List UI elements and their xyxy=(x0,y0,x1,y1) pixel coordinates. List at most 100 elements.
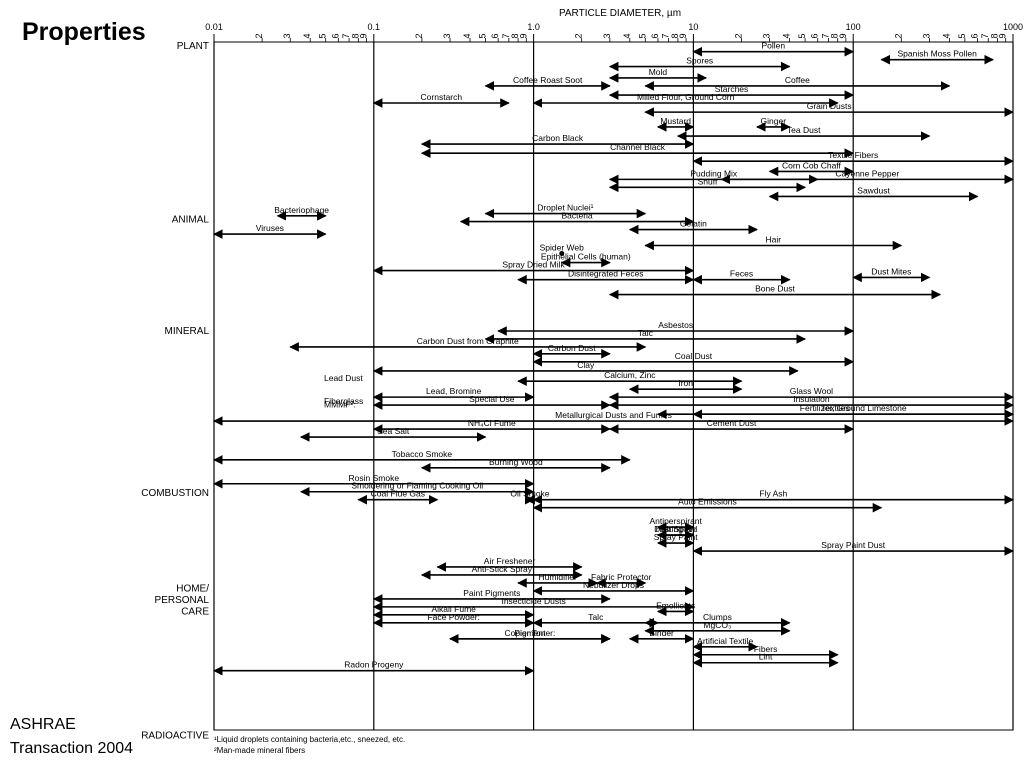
range-label: Dusting Aid xyxy=(654,524,697,534)
range-label: Hair xyxy=(766,235,782,245)
x-minor-tick-label: 9 xyxy=(358,33,368,38)
category-label: COMBUSTION xyxy=(141,488,209,499)
range-label: Spanish Moss Pollen xyxy=(897,49,977,59)
x-minor-tick-label: 5 xyxy=(957,33,967,38)
range-label: Hair Spray xyxy=(656,524,697,534)
x-minor-tick-label: 5 xyxy=(797,33,807,38)
x-minor-tick-label: 6 xyxy=(650,33,660,38)
x-minor-tick-label: 7 xyxy=(980,33,990,38)
range-label: Cayenne Pepper xyxy=(835,168,899,178)
range-label: Dust Mites xyxy=(871,266,911,276)
category-label: RADIOACTIVE xyxy=(141,731,209,742)
range-label: Coffee Roast Soot xyxy=(513,75,583,85)
range-label: Talc xyxy=(638,328,654,338)
range-label: Spray Paint xyxy=(654,532,699,542)
x-minor-tick-label: 8 xyxy=(350,33,360,38)
x-minor-tick-label: 9 xyxy=(998,33,1008,38)
x-minor-tick-label: 7 xyxy=(820,33,830,38)
range-label: Anti-Stick Spray xyxy=(472,564,533,574)
range-label: Carbon Dust xyxy=(548,343,596,353)
x-minor-tick-label: 7 xyxy=(661,33,671,38)
footnote-1: ¹Liquid droplets containing bacteria,etc… xyxy=(214,735,405,744)
x-minor-tick-label: 2 xyxy=(734,33,744,38)
annotation-label: MMMF²: xyxy=(324,399,356,409)
x-minor-tick-label: 4 xyxy=(941,33,951,38)
range-label: Textile Fibers xyxy=(828,150,878,160)
x-minor-tick-label: 8 xyxy=(670,33,680,38)
range-label: Snuff xyxy=(698,176,718,186)
range-label: Smoldering or Flaming Cooking Oil xyxy=(351,481,483,491)
x-minor-tick-label: 6 xyxy=(970,33,980,38)
x-minor-tick-label: 3 xyxy=(602,33,612,38)
range-label: Fabric Protector xyxy=(591,572,652,582)
range-label: Ginger xyxy=(761,116,787,126)
x-tick-label: 0.1 xyxy=(368,22,381,32)
range-label: Viruses xyxy=(256,223,284,233)
x-minor-tick-label: 7 xyxy=(501,33,511,38)
range-label: Talc xyxy=(588,612,604,622)
slide-title: Properties xyxy=(22,18,146,46)
range-label: Alkali Fume xyxy=(431,604,476,614)
range-label: Fly Ash xyxy=(759,489,787,499)
annotation-label: Lead Dust xyxy=(324,373,363,383)
range-label: MgCO₃ xyxy=(703,620,731,630)
range-label: Carbon Dust from Graphite xyxy=(417,336,519,346)
x-minor-tick-label: 3 xyxy=(282,33,292,38)
range-label: Cement Dust xyxy=(707,418,757,428)
x-minor-tick-label: 8 xyxy=(510,33,520,38)
range-label: Epithelial Cells (human) xyxy=(541,252,631,262)
x-axis-title: PARTICLE DIAMETER, µm xyxy=(559,8,681,19)
range-label: Nebulizer Drops xyxy=(583,580,644,590)
range-label: Auto Emissions xyxy=(678,497,737,507)
x-minor-tick-label: 6 xyxy=(490,33,500,38)
category-label: PLANT xyxy=(177,41,209,52)
range-label: Sawdust xyxy=(857,185,890,195)
range-label: Artificial Textile xyxy=(697,636,753,646)
x-tick-label: 0.01 xyxy=(205,22,223,32)
x-minor-tick-label: 3 xyxy=(442,33,452,38)
category-label: PERSONAL xyxy=(155,595,210,606)
category-label: MINERAL xyxy=(165,326,210,337)
x-minor-tick-label: 5 xyxy=(637,33,647,38)
range-label: Cornstarch xyxy=(421,92,463,102)
range-label: Carbon Black xyxy=(532,133,584,143)
x-minor-tick-label: 6 xyxy=(330,33,340,38)
range-label: Disintegrated Feces xyxy=(568,269,644,279)
range-label: Gelatin xyxy=(680,219,707,229)
footnote-2: ²Man-made mineral fibers xyxy=(214,746,305,755)
range-label: Special Use xyxy=(469,394,515,404)
source-line-2: Transaction 2004 xyxy=(10,740,134,757)
range-label: Bacteriophage xyxy=(274,205,329,215)
range-label: Iron xyxy=(678,378,693,388)
range-label: Pollen xyxy=(761,41,785,51)
range-label: Fibers xyxy=(754,644,778,654)
range-label: Emollients xyxy=(656,600,695,610)
range-label: Rosin Smoke xyxy=(349,473,400,483)
range-label: Lint xyxy=(759,652,773,662)
range-label: Tea Dust xyxy=(787,125,821,135)
range-label: Paint Pigments xyxy=(463,588,520,598)
x-minor-tick-label: 2 xyxy=(574,33,584,38)
range-point xyxy=(559,250,565,256)
x-minor-tick-label: 3 xyxy=(921,33,931,38)
x-minor-tick-label: 2 xyxy=(254,33,264,38)
range-label: Metallurgical Dusts and Fumes xyxy=(555,410,672,420)
range-label: Fertilizer, Ground Limestone xyxy=(800,403,907,413)
range-label: Droplet Nuclei¹ xyxy=(537,203,593,213)
range-label: Mold xyxy=(649,67,668,77)
x-tick-label: 100 xyxy=(846,22,861,32)
range-label: Spider Web xyxy=(540,242,585,252)
x-minor-tick-label: 5 xyxy=(477,33,487,38)
range-label: Feces xyxy=(730,269,753,279)
range-label: Antiperspirant xyxy=(649,516,702,526)
range-label: Coffee xyxy=(785,75,810,85)
x-minor-tick-label: 9 xyxy=(838,33,848,38)
x-minor-tick-label: 4 xyxy=(782,33,792,38)
range-label: Binder xyxy=(649,628,674,638)
category-label: CARE xyxy=(181,606,209,617)
range-label: Channel Black xyxy=(610,142,666,152)
range-label: Copier Toner: xyxy=(505,628,556,638)
x-tick-label: 10 xyxy=(688,22,698,32)
x-minor-tick-label: 2 xyxy=(414,33,424,38)
range-label: Starches xyxy=(715,84,749,94)
